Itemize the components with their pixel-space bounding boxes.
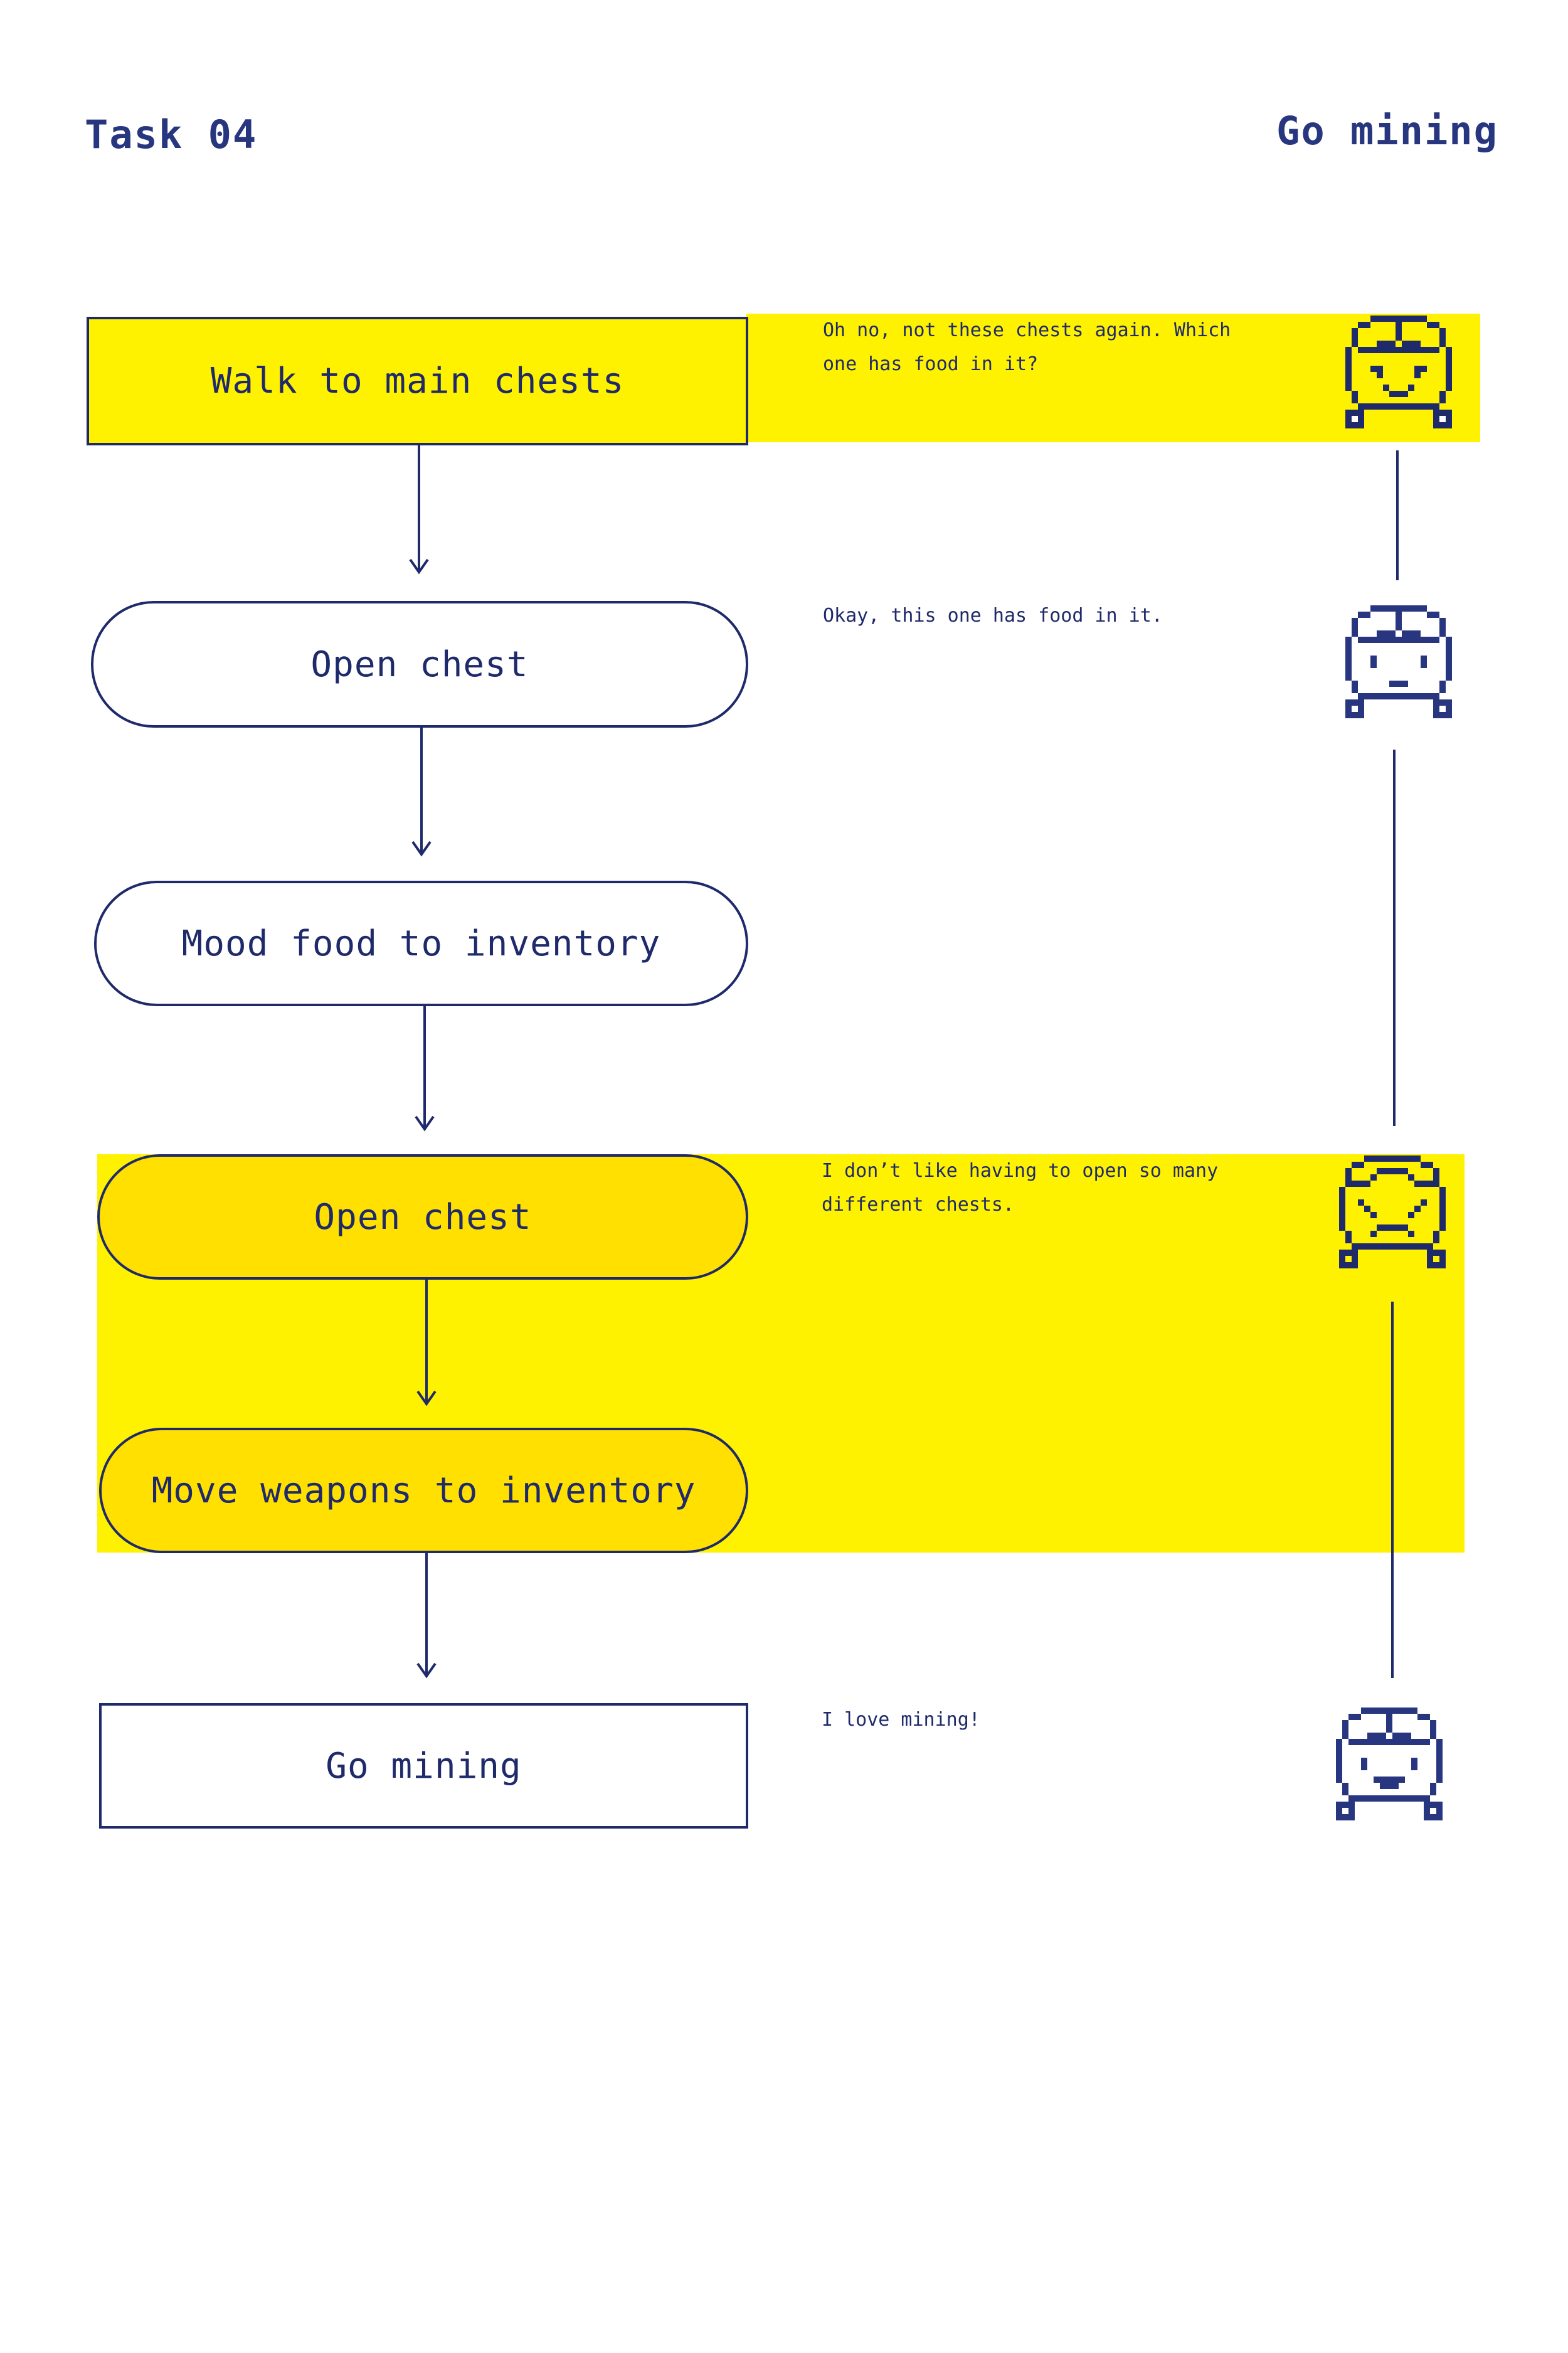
sad-face-icon (1345, 316, 1452, 428)
comment-1: Oh no, not these chests again. Which one… (823, 319, 1231, 375)
step-open-chest-1: Open chest (91, 601, 748, 728)
comment-4: I love mining! (822, 1709, 980, 1731)
step-label: Move weapons to inventory (151, 1470, 696, 1511)
step-open-chest-2: Open chest (97, 1154, 748, 1280)
step-label: Go mining (326, 1745, 522, 1787)
step-mood-food-to-inventory: Mood food to inventory (94, 881, 748, 1006)
comment-2: Okay, this one has food in it. (823, 605, 1163, 627)
happy-face-icon (1336, 1708, 1443, 1820)
step-walk-to-main-chests: Walk to main chests (87, 317, 748, 445)
page-title: Go mining (1276, 108, 1498, 154)
step-go-mining: Go mining (99, 1703, 748, 1829)
angry-face-icon (1339, 1155, 1446, 1268)
task-number: Task 04 (85, 112, 258, 157)
neutral-face-icon (1345, 605, 1452, 718)
step-label: Walk to main chests (210, 361, 625, 401)
step-label: Mood food to inventory (181, 923, 661, 964)
step-label: Open chest (310, 644, 529, 685)
comment-3: I don’t like having to open so many diff… (822, 1160, 1219, 1216)
step-label: Open chest (314, 1196, 532, 1238)
step-move-weapons-to-inventory: Move weapons to inventory (99, 1428, 748, 1553)
